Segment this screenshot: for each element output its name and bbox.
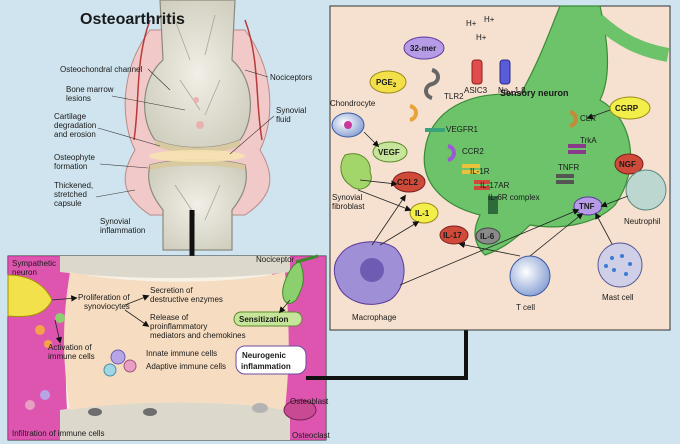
label-synovial-fluid-1: Synovial [276, 106, 306, 115]
label-il6: IL-6 [480, 232, 495, 241]
label-osteoclast: Osteoclast [292, 431, 331, 440]
label-h2: H+ [484, 15, 495, 24]
label-tnfr: TNFR [558, 163, 580, 172]
joint-leader-lines [95, 68, 275, 198]
label-secretion-1: Secretion of [150, 286, 193, 295]
label-osteophyte-2: formation [54, 162, 87, 171]
pge2-badge [369, 70, 407, 94]
knee-joint [124, 0, 271, 251]
il6-badge [475, 227, 501, 245]
tcell-cell [509, 255, 551, 297]
label-prolif-2: synoviocytes [84, 302, 130, 311]
label-il1r: IL-1R [470, 167, 490, 176]
neuron-labels: Sensory neuron H+ H+ H+ 32-mer TLR2 ASIC… [330, 15, 661, 322]
label-mastcell: Mast cell [602, 293, 634, 302]
figure-title: Osteoarthritis [80, 11, 185, 28]
neuron-arrows [357, 109, 629, 286]
femur [144, 0, 251, 149]
neurogenic-badge [235, 345, 307, 375]
label-infiltration: Infiltration of immune cells [12, 429, 104, 438]
label-nociceptor: Nociceptor [256, 255, 295, 264]
label-osteophyte-1: Osteophyte [54, 153, 95, 162]
label-prolif-1: Proliferation of [78, 293, 130, 302]
label-nav: NaV 1.8 [498, 86, 526, 97]
label-capsule-3: capsule [54, 199, 82, 208]
label-osteochondral: Osteochondral channel [60, 65, 143, 74]
label-innate: Innate immune cells [146, 349, 217, 358]
label-synovial-fib-1: Synovial [332, 193, 362, 202]
label-pge: PGE2 [376, 78, 397, 89]
label-pge-1: PGE [376, 78, 394, 87]
ngf-badge [614, 153, 644, 175]
il1-badge [409, 202, 439, 224]
label-nav-2: V [508, 91, 512, 97]
label-pge-2: 2 [393, 83, 397, 89]
joint-labels: Osteochondral channel Bone marrow lesion… [54, 65, 312, 235]
label-activation-2: immune cells [48, 352, 95, 361]
label-asic3: ASIC3 [464, 86, 488, 95]
mediators [369, 36, 651, 245]
label-neutrophil: Neutrophil [624, 217, 661, 226]
tibia [148, 159, 247, 251]
label-cartilage-1: Cartilage [54, 112, 87, 121]
label-nav-1: Na [498, 86, 509, 95]
label-il1: IL-1 [415, 209, 430, 218]
label-vegfr1: VEGFR1 [446, 125, 479, 134]
label-adaptive: Adaptive immune cells [146, 362, 226, 371]
label-macrophage: Macrophage [352, 313, 397, 322]
label-h3: H+ [476, 33, 487, 42]
label-ccl2: CCL2 [397, 178, 418, 187]
label-cartilage-3: and erosion [54, 130, 96, 139]
label-tlr2: TLR2 [444, 92, 464, 101]
label-h1: H+ [466, 19, 477, 28]
label-nociceptors: Nociceptors [270, 73, 312, 82]
mastcell-cell [597, 242, 643, 288]
label-ngf: NGF [619, 160, 636, 169]
label-synovial-fib-2: fibroblast [332, 202, 365, 211]
label-tnf: TNF [579, 202, 595, 211]
label-mer: 32-mer [410, 44, 436, 53]
label-sympathetic-2: neuron [12, 268, 37, 277]
il17-badge [439, 225, 469, 245]
neutrophil-cell [625, 169, 667, 211]
label-sensitization: Sensitization [239, 315, 288, 324]
label-synovial-infl-1: Synovial [100, 217, 130, 226]
label-nav-3: 1.8 [512, 86, 526, 95]
sensitization-badge [233, 311, 303, 327]
label-trka: TrkA [580, 136, 597, 145]
label-cgrp: CGRP [615, 104, 639, 113]
label-bone-marrow-2: lesions [66, 94, 91, 103]
label-activation-1: Activation of [48, 343, 92, 352]
label-tcell: T cell [516, 303, 535, 312]
label-capsule-2: stretched [54, 190, 87, 199]
label-sensory-neuron: Sensory neuron [500, 88, 569, 98]
label-cartilage-2: degradation [54, 121, 96, 130]
label-clr: CLR [580, 114, 596, 123]
label-neurogenic-2: inflammation [241, 362, 291, 371]
label-il17ar: IL-17AR [480, 181, 510, 190]
vegf-badge [372, 141, 408, 163]
label-ccr2: CCR2 [462, 147, 484, 156]
label-synovial-fluid-2: fluid [276, 115, 291, 124]
label-chondrocyte: Chondrocyte [330, 99, 376, 108]
cgrp-badge [609, 96, 651, 120]
label-secretion-2: destructive enzymes [150, 295, 223, 304]
mer-badge [403, 36, 445, 60]
label-release-3: mediators and chemokines [150, 331, 246, 340]
label-capsule-1: Thickened, [54, 181, 93, 190]
label-neurogenic-1: Neurogenic [242, 351, 287, 360]
inset-arrows [51, 294, 291, 344]
label-bone-marrow-1: Bone marrow [66, 85, 114, 94]
label-sympathetic-1: Sympathetic [12, 259, 56, 268]
label-release-2: proinflammatory [150, 322, 207, 331]
label-il6r: IL-6R complex [488, 193, 540, 202]
label-release-1: Release of [150, 313, 189, 322]
inset-labels: Sympathetic neuron Nociceptor Proliferat… [12, 255, 331, 440]
label-il17: IL-17 [443, 231, 462, 240]
label-synovial-infl-2: inflammation [100, 226, 145, 235]
label-vegf: VEGF [378, 148, 400, 157]
label-osteoblast: Osteoblast [290, 397, 329, 406]
